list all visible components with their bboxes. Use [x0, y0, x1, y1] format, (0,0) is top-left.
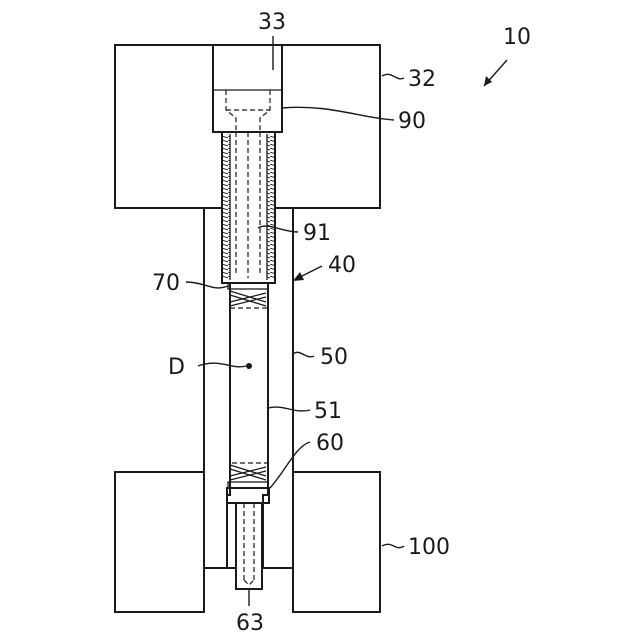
label-core-surface: 51 [314, 399, 342, 424]
bolt-head [226, 90, 270, 132]
label-upper-block: 32 [408, 67, 436, 92]
label-tube: 40 [328, 253, 356, 278]
bolt-shaft [222, 132, 275, 283]
label-assembly: 10 [503, 25, 531, 50]
core [230, 308, 268, 463]
lower-block [115, 472, 380, 612]
tube-arrow [293, 266, 322, 281]
label-lower-block: 100 [408, 535, 450, 560]
label-dimension: D [168, 355, 185, 380]
assembly-arrow [484, 60, 507, 86]
label-bolt: 90 [398, 109, 426, 134]
label-core: 50 [320, 345, 348, 370]
label-lower-pin: 63 [236, 611, 264, 636]
label-upper-spring: 70 [152, 271, 180, 296]
leader-lines [186, 36, 404, 606]
label-bolt-head-recess: 33 [258, 10, 286, 35]
upper-spring [228, 283, 268, 306]
lower-spring [228, 465, 268, 488]
lower-pin [227, 488, 269, 589]
label-bolt-axis: 91 [303, 221, 331, 246]
bolt-head-recess [213, 45, 282, 132]
label-lower-spring: 60 [316, 431, 344, 456]
